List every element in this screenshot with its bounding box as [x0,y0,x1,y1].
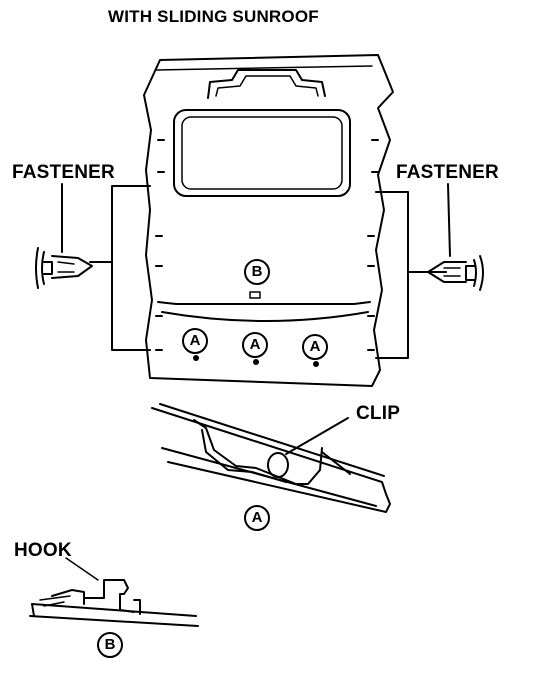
fastener-right-icon [427,255,484,291]
marker-a-3: A [302,334,328,360]
marker-b-headliner: B [244,259,270,285]
marker-a-2: A [242,332,268,358]
clip-icon [267,452,289,478]
detail-b-section [29,557,199,627]
label-clip: CLIP [356,403,401,424]
headliner-outline [143,54,394,387]
label-hook: HOOK [14,540,72,561]
detail-a-section [151,403,391,513]
marker-a-detail: A [244,505,270,531]
fastener-left-icon [35,247,93,289]
label-fastener-right: FASTENER [396,162,499,183]
diagram-title: WITH SLIDING SUNROOF [108,7,319,26]
label-fastener-left: FASTENER [12,162,115,183]
marker-a-1: A [182,328,208,354]
marker-b-detail: B [97,632,123,658]
sunroof-opening [173,109,351,197]
dome-recess [207,69,326,99]
